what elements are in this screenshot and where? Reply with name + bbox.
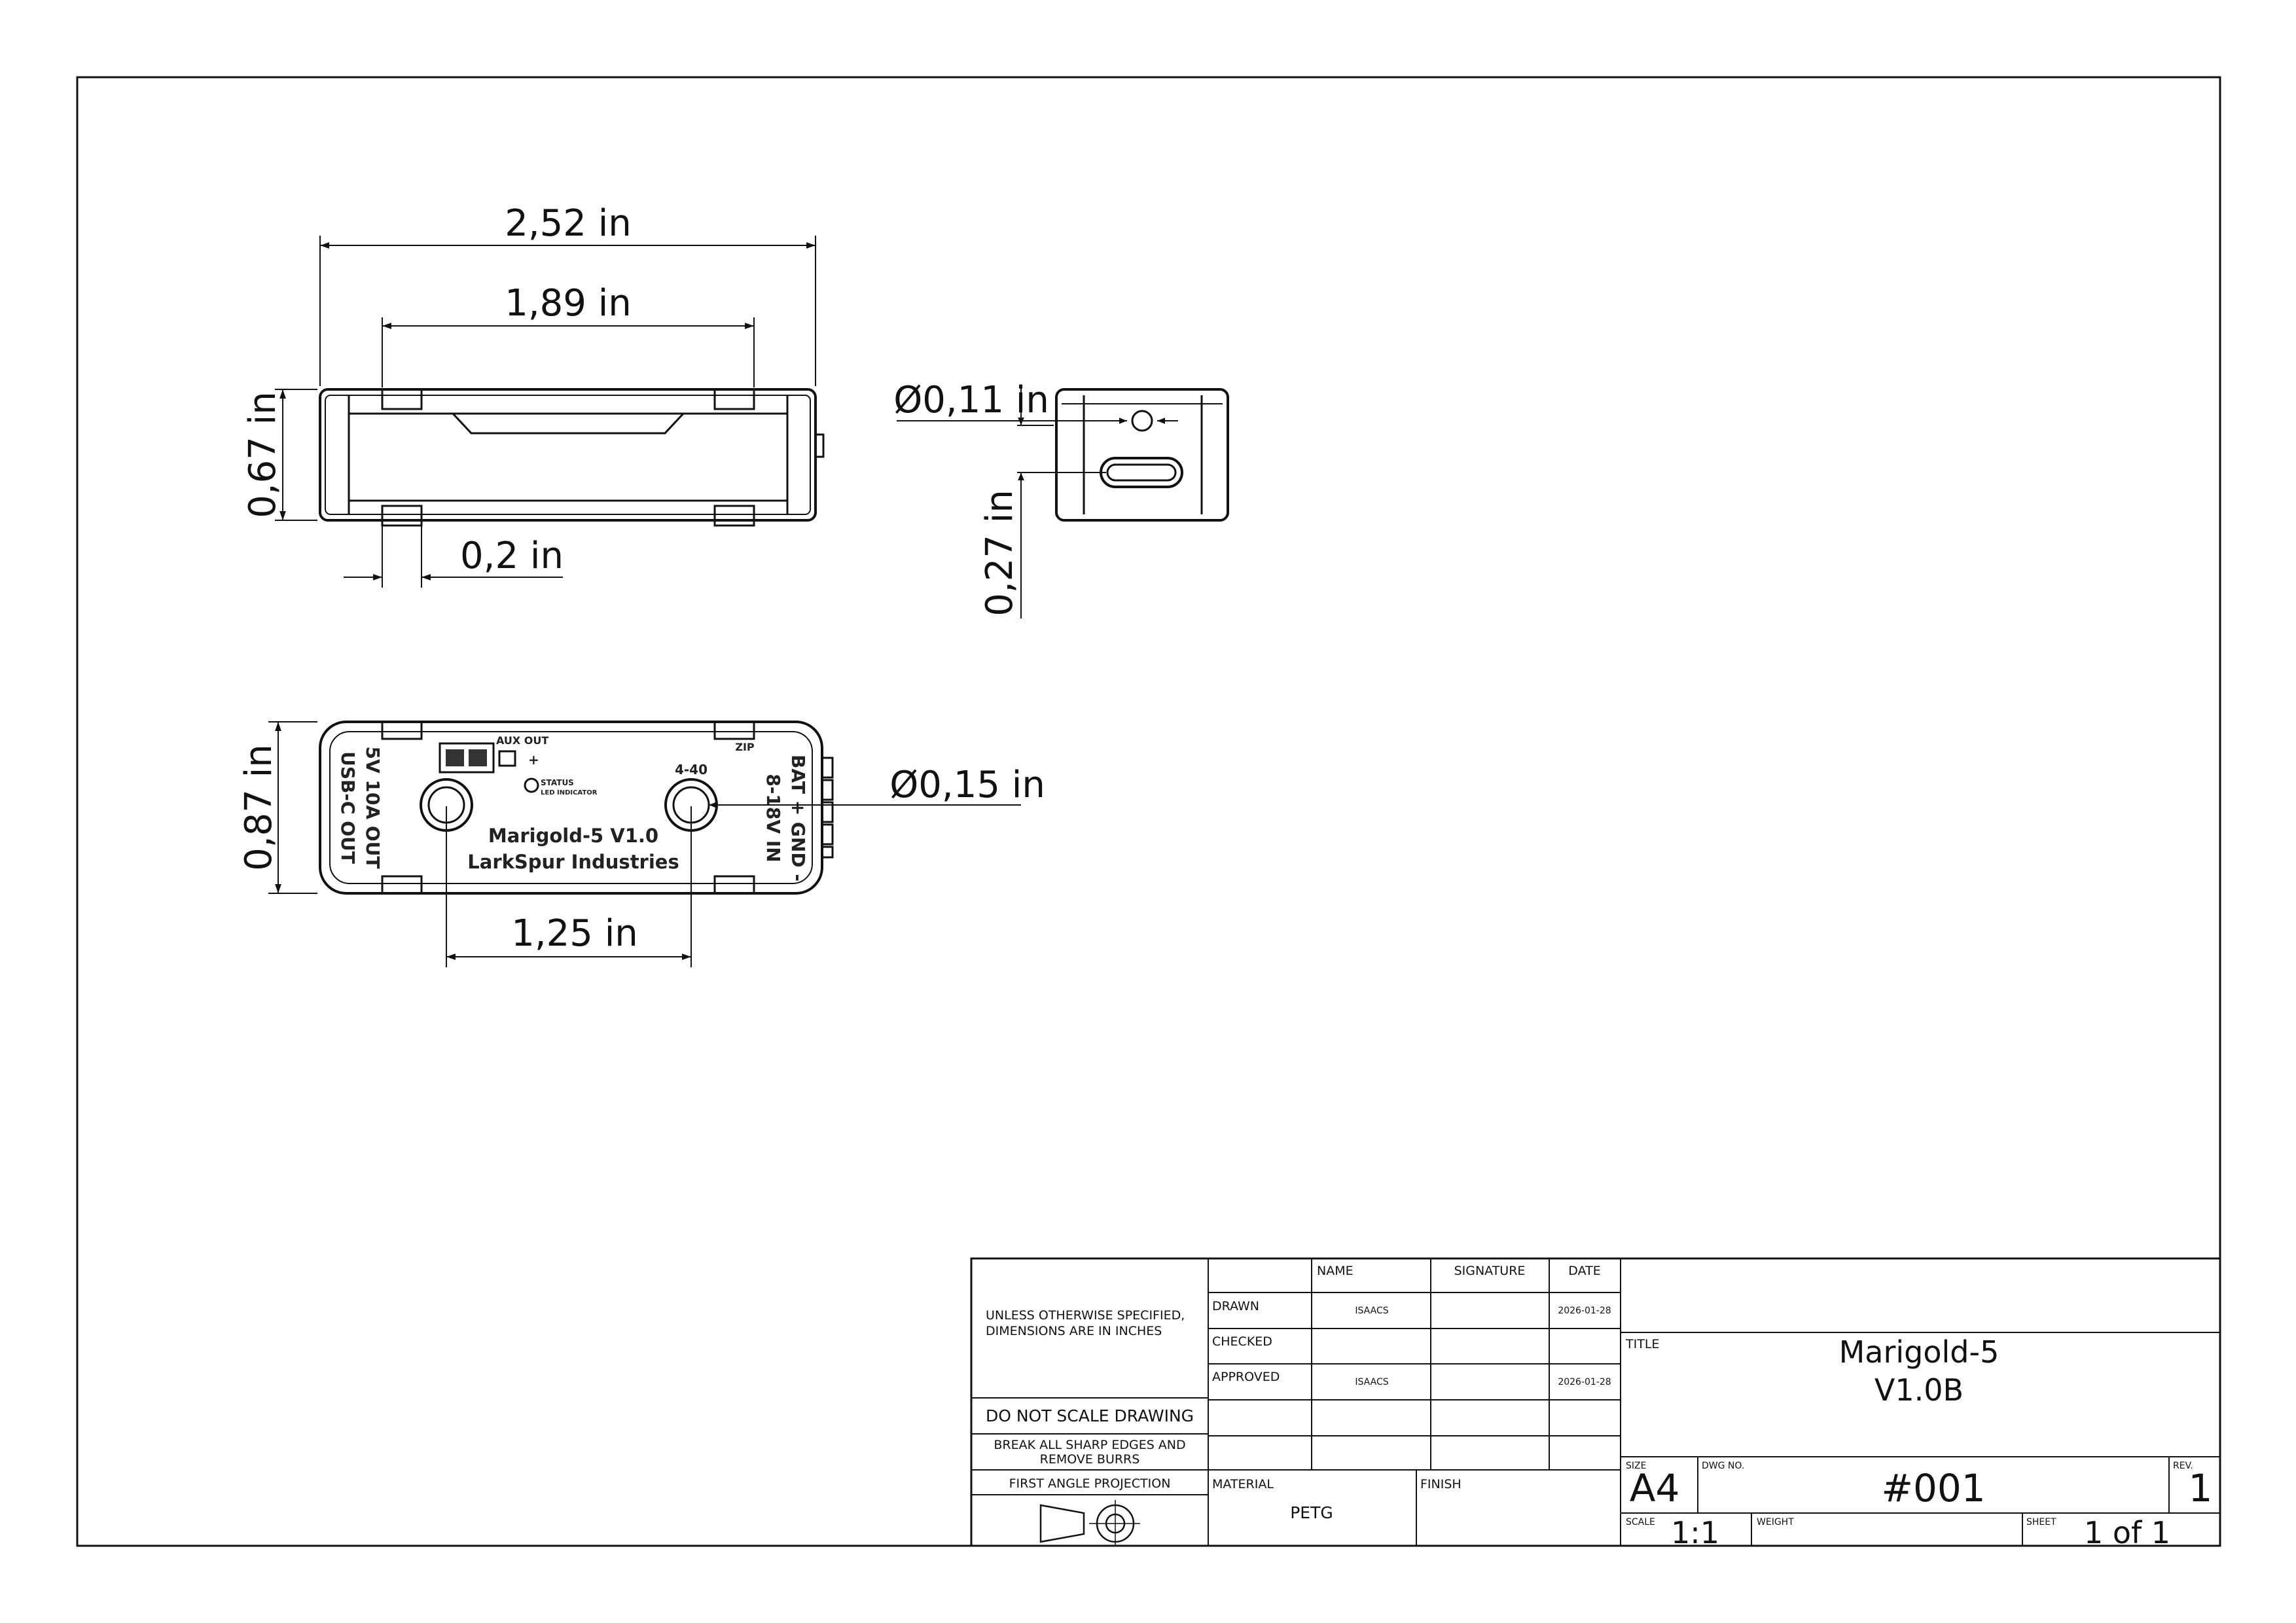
col-name: NAME [1317, 1264, 1354, 1278]
output-rating-silkscreen: 5V 10A OUT [362, 747, 384, 869]
title-block-text: UNLESS OTHERWISE SPECIFIED, DIMENSIONS A… [986, 1264, 2213, 1550]
dwg-no-label: DWG NO. [1702, 1461, 1744, 1471]
rev-value: 1 [2189, 1466, 2213, 1510]
usb-out-silkscreen: USB-C OUT [337, 751, 359, 864]
front-view-inner [329, 731, 813, 884]
dim-overall-width: 2,52 in [505, 202, 632, 245]
top-view-side-connector [814, 433, 825, 458]
status-sub-label: LED INDICATOR [541, 789, 598, 796]
title-block [970, 1257, 2221, 1547]
top-view-tab [713, 388, 755, 410]
input-rating-silkscreen: 8-18V IN [762, 774, 784, 862]
edges-note: BREAK ALL SHARP EDGES AND [994, 1438, 1185, 1452]
usb-c-port-outline [1100, 457, 1183, 488]
dim-front-hole-diameter: Ø0,15 in [889, 764, 1045, 806]
tolerance-note: DIMENSIONS ARE IN INCHES [986, 1324, 1162, 1338]
finish-label: FINISH [1420, 1477, 1462, 1491]
status-label: STATUS [541, 778, 574, 787]
aux-out-connector [439, 742, 495, 774]
mount-thread-label: 4-40 [675, 762, 708, 777]
approved-date: 2026-01-28 [1558, 1377, 1611, 1387]
title-label: TITLE [1625, 1337, 1659, 1351]
projection-label: FIRST ANGLE PROJECTION [1009, 1476, 1171, 1491]
row-approved: APPROVED [1212, 1370, 1280, 1384]
rev-label: REV. [2173, 1461, 2193, 1471]
row-drawn: DRAWN [1212, 1299, 1259, 1313]
top-view-tab [713, 505, 755, 527]
dwg-no-value: #001 [1881, 1466, 1985, 1510]
aux-out-label: AUX OUT [496, 734, 548, 747]
battery-pins-silkscreen: BAT + GND - [787, 755, 809, 882]
sheet-value: 1 of 1 [2084, 1515, 2170, 1550]
product-silkscreen: Marigold-5 V1.0 [488, 825, 658, 847]
front-view-tab [381, 721, 423, 740]
top-view: 2,52 in 1,89 in 0,67 in 0,2 in [242, 202, 825, 588]
dim-hole-spacing: 1,25 in [511, 912, 638, 955]
dim-tab-width: 0,2 in [460, 535, 564, 577]
weight-label: WEIGHT [1757, 1517, 1794, 1527]
dim-side-usb-offset: 0,27 in [978, 490, 1021, 616]
front-view: AUX OUT ZIP + STATUS LED INDICATOR 4-40 … [238, 721, 1045, 967]
size-label: SIZE [1626, 1461, 1646, 1471]
edges-note: REMOVE BURRS [1040, 1452, 1140, 1467]
scale-value: 1:1 [1671, 1515, 1719, 1550]
drawn-name: ISAACS [1355, 1306, 1388, 1316]
col-date: DATE [1568, 1264, 1600, 1278]
drawing-title: Marigold-5 [1839, 1334, 2000, 1370]
no-scale-note: DO NOT SCALE DRAWING [986, 1406, 1194, 1425]
dim-front-height: 0,87 in [238, 744, 280, 871]
front-view-tab [713, 875, 755, 895]
status-led-icon [524, 777, 539, 793]
top-view-tab [381, 388, 423, 410]
sheet-label: SHEET [2026, 1517, 2056, 1527]
scale-label: SCALE [1626, 1517, 1655, 1527]
side-view: Ø0,11 in 0,27 in [893, 379, 1229, 618]
usb-c-port-inner [1106, 463, 1177, 482]
material-value: PETG [1290, 1503, 1333, 1522]
side-view-body [1055, 388, 1229, 522]
top-view-recess [349, 412, 787, 435]
front-view-tab [713, 721, 755, 740]
front-view-tab [381, 875, 423, 895]
dim-inner-width: 1,89 in [505, 282, 632, 325]
top-view-tab [381, 505, 423, 527]
battery-terminal-block [821, 757, 834, 859]
side-view-led-hole [1131, 410, 1153, 432]
tolerance-note: UNLESS OTHERWISE SPECIFIED, [986, 1308, 1185, 1323]
aux-plus-mark: + [528, 752, 539, 768]
dim-side-hole-diameter: Ø0,11 in [893, 379, 1049, 421]
drawing-version: V1.0B [1874, 1372, 1964, 1408]
dim-top-height: 0,67 in [242, 391, 284, 518]
size-value: A4 [1630, 1466, 1680, 1510]
row-checked: CHECKED [1212, 1334, 1272, 1349]
top-view-inner [325, 395, 811, 515]
material-label: MATERIAL [1212, 1477, 1274, 1491]
aux-out-switch [498, 750, 516, 767]
zip-label: ZIP [735, 741, 755, 753]
maker-silkscreen: LarkSpur Industries [467, 851, 679, 873]
first-angle-projection-icon [1039, 1500, 1140, 1546]
approved-name: ISAACS [1355, 1377, 1388, 1387]
col-signature: SIGNATURE [1454, 1264, 1526, 1278]
drawn-date: 2026-01-28 [1558, 1306, 1611, 1316]
